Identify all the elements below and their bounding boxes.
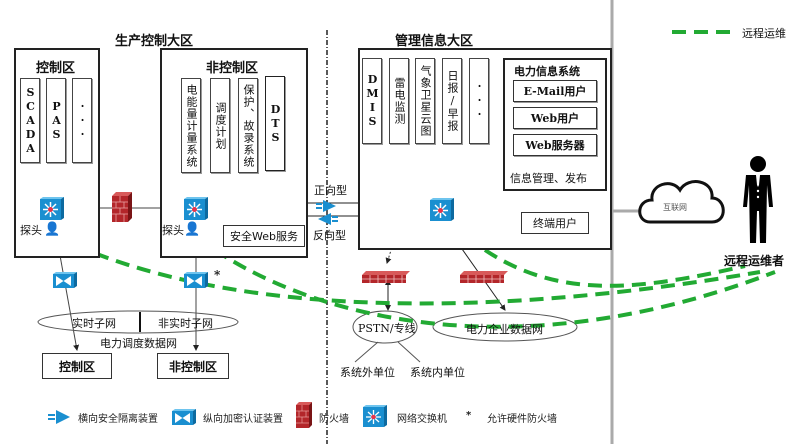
dispatch-network-label: 电力调度数据网 xyxy=(100,337,177,350)
outside-unit-label: 系统外单位 xyxy=(340,366,395,379)
network-switch-icon xyxy=(363,405,387,431)
realtime-subnet-label: 实时子网 xyxy=(72,317,116,330)
inside-unit-label: 系统内单位 xyxy=(410,366,465,379)
scada-system: SCADA xyxy=(20,78,40,163)
pas-system: PAS xyxy=(46,78,66,163)
daily-report-system: 日报/早报 xyxy=(442,58,462,144)
horizontal-isolation-icon xyxy=(316,210,338,229)
firewall-icon xyxy=(362,268,410,283)
hardware-firewall-asterisk: * xyxy=(214,268,221,282)
web-server: Web服务器 xyxy=(513,134,597,156)
forward-isolation-label: 正向型 xyxy=(314,184,347,197)
noncontrol-zone-title: 非控制区 xyxy=(206,61,259,76)
legend-network-switch: 网络交换机 xyxy=(397,414,447,425)
remote-ops-path-3 xyxy=(483,248,746,288)
network-switch-icon xyxy=(430,198,454,222)
dts-system: DTS xyxy=(265,76,285,171)
secure-web-service: 安全Web服务 xyxy=(223,225,305,247)
web-user: Web用户 xyxy=(513,107,597,129)
vertical-encryption-icon xyxy=(184,272,208,292)
terminal-user: 终端用户 xyxy=(521,212,589,234)
remote-operator-label: 远程运维者 xyxy=(724,254,785,268)
legend-vertical-encryption: 纵向加密认证装置 xyxy=(203,414,283,425)
email-user: E-Mail用户 xyxy=(513,80,597,102)
horizontal-isolation-icon xyxy=(48,409,72,428)
nonrealtime-subnet-label: 非实时子网 xyxy=(158,317,213,330)
remote-ops-path-2 xyxy=(213,248,776,329)
horizontal-isolation-icon xyxy=(316,197,338,216)
bottom-noncontrol-zone: 非控制区 xyxy=(157,353,229,379)
dispatch-plan-system: 调度计划 xyxy=(210,78,230,173)
dispatch-network-ellipse xyxy=(37,310,239,334)
power-info-system-title: 电力信息系统 xyxy=(514,65,580,78)
control-zone-title: 控制区 xyxy=(36,61,76,76)
remote-ops-legend-label: 远程运维 xyxy=(742,27,786,40)
remote-ops-path-1 xyxy=(74,243,761,306)
network-switch-icon xyxy=(184,197,208,221)
asterisk-icon: * xyxy=(466,410,472,421)
probe-icon: 👤 xyxy=(44,222,61,237)
probe-icon: 👤 xyxy=(184,222,201,237)
probe-label: 探头 xyxy=(20,224,42,237)
production-zone-title: 生产控制大区 xyxy=(115,34,194,49)
legend-horizontal-isolation: 横向安全隔离装置 xyxy=(78,414,158,425)
pstn-label: PSTN/专线 xyxy=(358,322,416,335)
firewall-icon xyxy=(112,192,132,222)
enterprise-net-label: 电力企业数据网 xyxy=(466,323,543,336)
internet-cloud-icon xyxy=(638,180,725,224)
firewall-icon xyxy=(296,402,312,432)
probe-label: 探头 xyxy=(162,224,184,237)
info-management-label: 信息管理、发布 xyxy=(510,172,587,185)
legend-hardware-firewall: 允许硬件防火墙 xyxy=(487,414,557,425)
internet-label: 互联网 xyxy=(663,203,687,212)
protection-fault-system: 保护、故录系统 xyxy=(238,78,258,173)
enterprise-net-ellipse xyxy=(432,312,578,342)
network-switch-icon xyxy=(40,197,64,221)
more-control-systems: ··· xyxy=(72,78,92,163)
remote-operator-icon xyxy=(742,155,774,249)
more-management-systems: ··· xyxy=(469,58,489,144)
reverse-isolation-label: 反向型 xyxy=(313,229,346,242)
vertical-encryption-icon xyxy=(53,272,77,292)
dmis-system: DMIS xyxy=(362,58,382,144)
energy-metering-system: 电能量计量系统 xyxy=(181,78,201,173)
legend-firewall: 防火墙 xyxy=(319,414,349,425)
vertical-encryption-icon xyxy=(172,409,196,429)
lightning-monitor-system: 雷电监测 xyxy=(389,58,409,144)
pstn-ellipse xyxy=(352,310,418,344)
weather-satellite-system: 气象卫星云图 xyxy=(415,58,435,144)
firewall-icon xyxy=(460,268,508,283)
bottom-control-zone: 控制区 xyxy=(42,353,112,379)
management-zone-title: 管理信息大区 xyxy=(395,34,474,49)
